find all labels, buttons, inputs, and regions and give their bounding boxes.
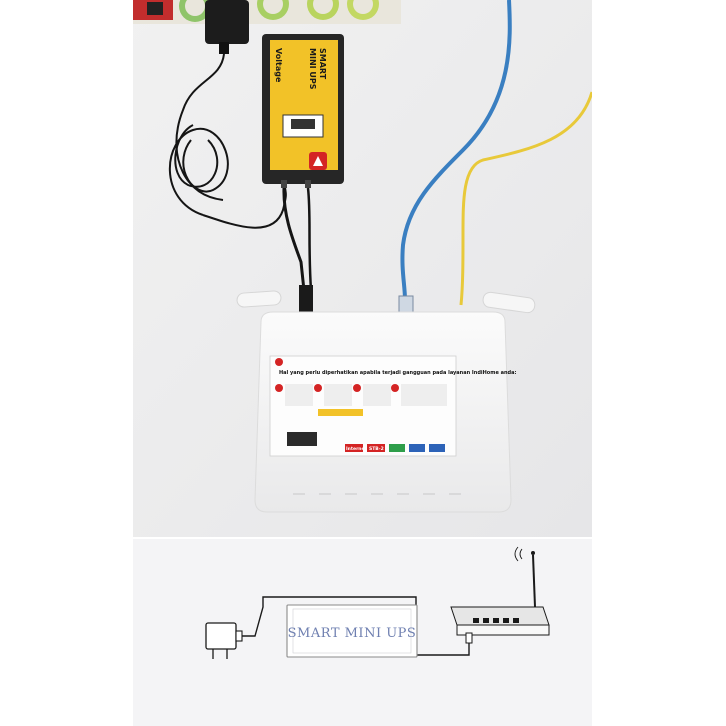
wifi-router: Hal yang perlu diperhatikan apabila terj… <box>254 311 516 513</box>
diagram-dc-plug <box>465 632 473 644</box>
rj45-plug <box>398 295 414 315</box>
tag-internet: Internet <box>346 446 368 452</box>
tag-stb: STB-2 <box>369 446 384 452</box>
photo-scene: SMART MINI UPS Voltage <box>133 0 592 537</box>
adapter-cable <box>168 53 287 229</box>
power-adapter <box>205 0 249 54</box>
smart-mini-ups: SMART MINI UPS Voltage <box>262 34 344 188</box>
router-sticker-headline: Hal yang perlu diperhatikan apabila terj… <box>279 370 516 376</box>
yellow-cable <box>459 91 592 306</box>
ups-brand-line2: MINI UPS <box>308 48 317 90</box>
wifi-signal-icon <box>514 546 523 562</box>
diagram-svg: SMART MINI UPS <box>205 546 550 659</box>
diagram-ups-box: SMART MINI UPS <box>286 604 418 658</box>
diagram-router-icon <box>450 551 550 636</box>
ups-brand-line1: SMART <box>318 48 327 80</box>
product-photo: SMART MINI UPS Voltage <box>133 0 592 537</box>
connection-diagram: SMART MINI UPS <box>133 539 592 726</box>
diagram-adapter-icon <box>205 622 243 659</box>
ups-output-cables <box>282 187 313 313</box>
sticker-steps <box>275 384 447 416</box>
blue-ethernet-cable <box>400 0 512 301</box>
ups-voltage-label: Voltage <box>274 48 283 83</box>
power-strip <box>133 0 401 24</box>
router-antennas <box>236 290 536 314</box>
diagram-ups-label: SMART MINI UPS <box>288 626 417 641</box>
